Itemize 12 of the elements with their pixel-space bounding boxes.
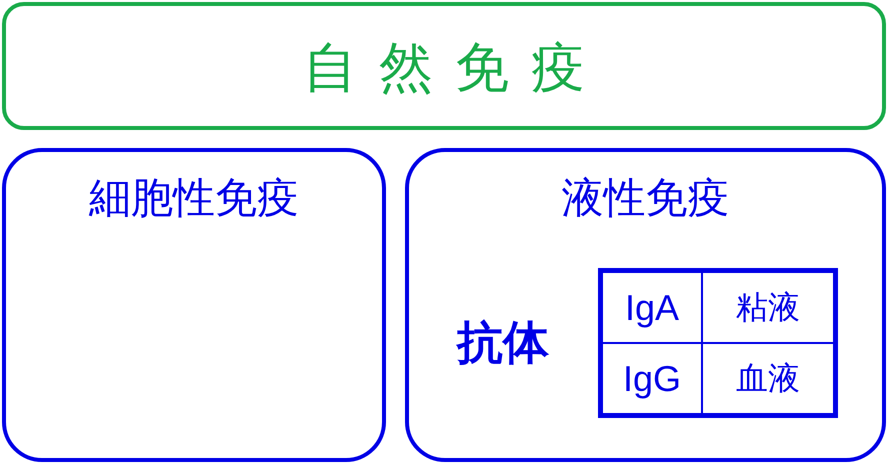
label-text: 抗体: [457, 314, 549, 371]
antibody-class: IgA: [603, 273, 702, 343]
location-text: 血液: [702, 343, 833, 413]
location-text: 粘液: [702, 273, 833, 343]
category-panel: [405, 148, 886, 462]
heading: 液性免疫: [560, 172, 730, 224]
category-panel: [2, 148, 386, 462]
category-panel: [2, 2, 886, 130]
heading: 細胞性免疫: [88, 172, 300, 224]
antibody-table: [598, 268, 838, 418]
heading: 自然免疫: [302, 35, 608, 101]
antibody-class: IgG: [603, 343, 702, 413]
